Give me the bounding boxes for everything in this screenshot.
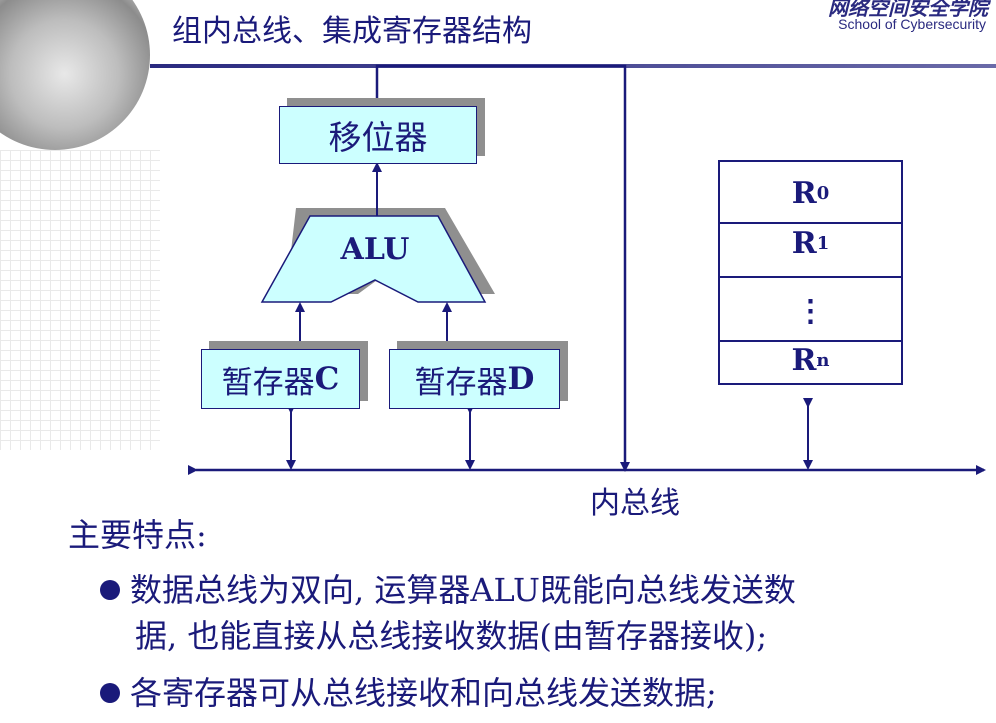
r0-base: R [791, 175, 817, 211]
r0-sub: 0 [816, 182, 830, 204]
regfile-divider-1 [718, 222, 903, 224]
r1-base: R [791, 225, 817, 261]
reg-d-prefix: 暂存器 [414, 364, 508, 401]
internal-bus-label: 内总线 [590, 486, 680, 521]
bullet-2-text: 各寄存器可从总线接收和向总线发送数据; [130, 674, 717, 712]
bullet-1: 数据总线为双向, 运算器ALU既能向总线发送数 [100, 565, 796, 611]
reg-c-prefix: 暂存器 [221, 364, 315, 401]
reg-d-suffix: D [507, 361, 535, 397]
regfile-divider-2 [718, 276, 903, 278]
bullet-2: 各寄存器可从总线接收和向总线发送数据; [100, 668, 717, 714]
regfile-divider-3 [718, 340, 903, 342]
shifter-to-bus-line [375, 64, 630, 472]
register-file [718, 160, 903, 385]
rn-sub: n [816, 349, 830, 371]
alu-label: ALU [340, 232, 410, 267]
r1-sub: 1 [816, 232, 830, 254]
school-logo-english: School of Cybersecurity [838, 16, 986, 32]
bullet-dot-icon [100, 579, 120, 600]
bullet-dot-icon [100, 682, 120, 703]
alu-shape [260, 215, 487, 303]
features-heading: 主要特点: [68, 516, 207, 554]
slide-title: 组内总线、集成寄存器结构 [172, 14, 532, 49]
shifter-box: 移位器 [279, 106, 477, 164]
register-ellipsis: ⋮ [795, 293, 826, 329]
school-logo-chinese: 网络空间安全学院 [828, 0, 988, 20]
shifter-label: 移位器 [328, 118, 428, 157]
reg-c-suffix: C [314, 361, 340, 397]
bullet-1-line-1: 数据总线为双向, 运算器ALU既能向总线发送数 [130, 571, 796, 609]
bullet-1-line-2: 据, 也能直接从总线接收数据(由暂存器接收); [135, 617, 768, 655]
grid-decoration [0, 150, 160, 450]
rn-base: R [791, 342, 817, 378]
